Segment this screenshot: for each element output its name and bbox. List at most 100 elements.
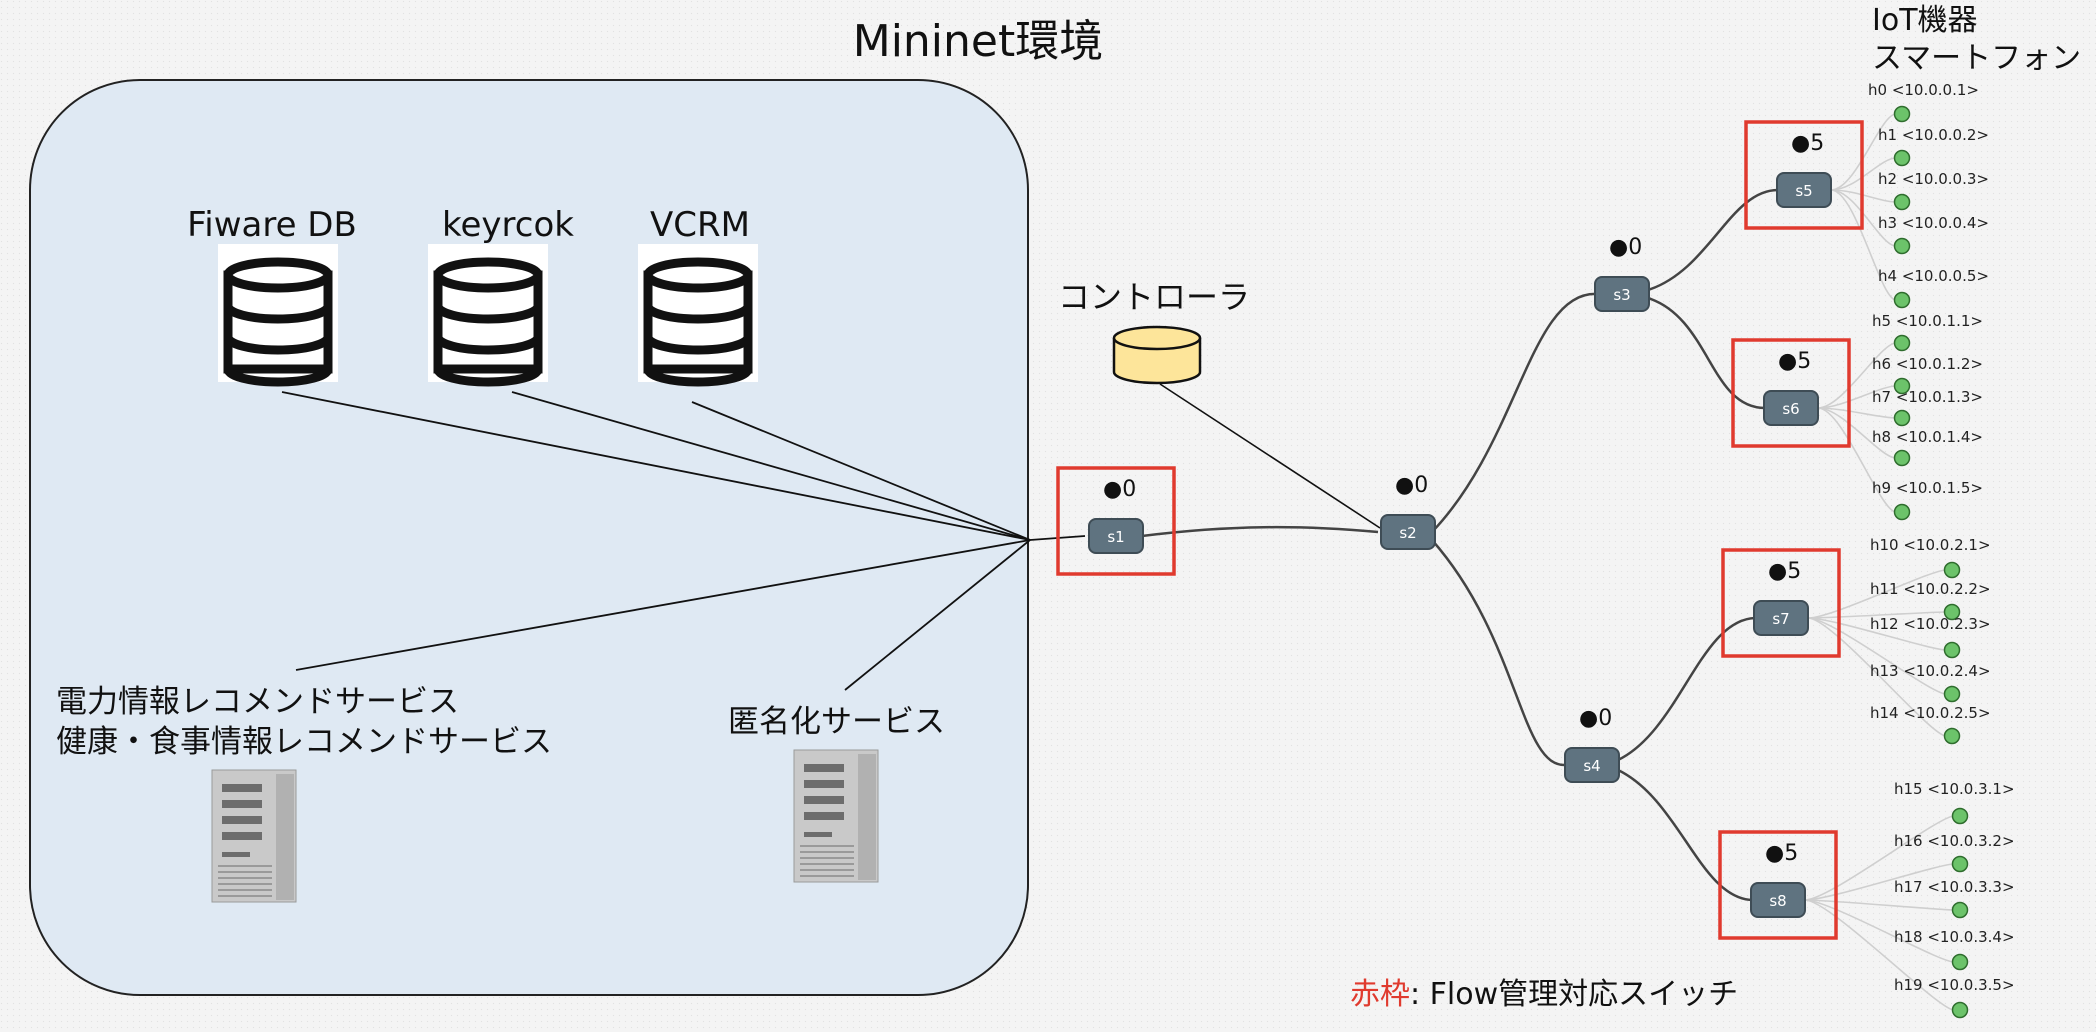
- hosts: h0 <10.0.0.1> h1 <10.0.0.2> h2 <10.0.0.3> h…: [1868, 81, 2015, 1019]
- host-h19: h19 <10.0.3.5>: [1894, 976, 2015, 1019]
- link-controller-s2: [1159, 383, 1381, 529]
- switch-label: s4: [1583, 757, 1600, 775]
- host-h18: h18 <10.0.3.4>: [1894, 928, 2015, 971]
- host-h10: h10 <10.0.2.1>: [1870, 536, 1991, 579]
- host-link-h8: [1817, 407, 1897, 459]
- host-link-h15: [1804, 815, 1955, 901]
- flow-managed-frame: [1744, 120, 1864, 230]
- host-node: [1893, 105, 1911, 123]
- flow-managed-frame: [1718, 830, 1838, 940]
- controller-icon: [1112, 325, 1202, 385]
- fiware-db-icon: [218, 244, 338, 387]
- host-label: h19 <10.0.3.5>: [1894, 976, 2015, 994]
- switch-label: s6: [1782, 400, 1799, 418]
- host-label: h3 <10.0.0.4>: [1878, 214, 1989, 232]
- host-node: [1893, 193, 1911, 211]
- host-label: h4 <10.0.0.5>: [1878, 267, 1989, 285]
- host-link-h9: [1817, 407, 1897, 513]
- switch-box: [1380, 514, 1436, 550]
- switch-flow-count: ●5: [1765, 841, 1798, 866]
- link-s4-s8: [1617, 768, 1753, 902]
- host-h5: h5 <10.0.1.1>: [1872, 312, 1983, 352]
- link-recommend-s1: [295, 539, 1031, 671]
- link-vcrm-s1: [691, 401, 1031, 541]
- host-h11: h11 <10.0.2.2>: [1870, 580, 1991, 621]
- host-node: [1943, 685, 1961, 703]
- host-h2: h2 <10.0.0.3>: [1878, 170, 1989, 211]
- host-h9: h9 <10.0.1.5>: [1872, 479, 1983, 521]
- switch-flow-count: ●0: [1579, 706, 1612, 731]
- host-node: [1943, 727, 1961, 745]
- host-node: [1943, 641, 1961, 659]
- host-label: h13 <10.0.2.4>: [1870, 662, 1991, 680]
- host-links: [1804, 113, 1955, 1011]
- host-node: [1951, 901, 1969, 919]
- host-link-h10: [1807, 569, 1947, 619]
- switch-label: s3: [1613, 286, 1630, 304]
- host-node: [1943, 603, 1961, 621]
- switches: ●0s1●0s2●0s3●0s4●5s5●5s6●5s7●5s8: [1056, 120, 1864, 940]
- host-label: h11 <10.0.2.2>: [1870, 580, 1991, 598]
- host-label: h6 <10.0.1.2>: [1872, 355, 1983, 373]
- switch-label: s1: [1107, 528, 1124, 546]
- host-link-h17: [1804, 899, 1955, 911]
- host-node: [1893, 377, 1911, 395]
- switch-s3: ●0 s3: [1594, 235, 1650, 312]
- host-h1: h1 <10.0.0.2>: [1878, 126, 1989, 167]
- host-h7: h7 <10.0.1.3>: [1872, 388, 1983, 427]
- switch-box: [1763, 390, 1819, 426]
- recommend-server-icon: [211, 769, 297, 903]
- host-node: [1893, 334, 1911, 352]
- switch-s2: ●0 s2: [1380, 473, 1436, 550]
- switch-s6: ●5 s6: [1731, 338, 1851, 448]
- host-node: [1893, 291, 1911, 309]
- vcrm-db-label: VCRM: [650, 205, 750, 245]
- host-h14: h14 <10.0.2.5>: [1870, 704, 1991, 745]
- switch-flow-count: ●0: [1103, 477, 1136, 502]
- host-h6: h6 <10.0.1.2>: [1872, 355, 1983, 395]
- switch-box: [1750, 882, 1806, 918]
- host-h0: h0 <10.0.0.1>: [1868, 81, 1979, 123]
- switch-flow-count: ●0: [1395, 473, 1428, 498]
- fiware-db-label: Fiware DB: [187, 205, 357, 245]
- host-label: h9 <10.0.1.5>: [1872, 479, 1983, 497]
- switch-box: [1753, 600, 1809, 636]
- switch-s7: ●5 s7: [1721, 548, 1841, 658]
- link-keyrcok-s1: [511, 391, 1031, 541]
- host-node: [1893, 449, 1911, 467]
- host-node: [1951, 807, 1969, 825]
- host-link-h4: [1830, 189, 1897, 301]
- anonymization-server-icon: [793, 749, 879, 883]
- anonymization-service-label: 匿名化サービス: [728, 704, 945, 740]
- switch-s8: ●5s8: [1718, 830, 1838, 940]
- host-node: [1951, 953, 1969, 971]
- host-label: h14 <10.0.2.5>: [1870, 704, 1991, 722]
- switch-flow-count: ●0: [1609, 235, 1642, 260]
- switch-label: s7: [1772, 610, 1789, 628]
- host-link-h13: [1807, 617, 1947, 695]
- switch-box: [1776, 172, 1832, 208]
- host-label: h10 <10.0.2.1>: [1870, 536, 1991, 554]
- host-label: h2 <10.0.0.3>: [1878, 170, 1989, 188]
- link-fiware-s1: [281, 391, 1031, 541]
- host-h17: h17 <10.0.3.3>: [1894, 878, 2015, 919]
- host-label: h15 <10.0.3.1>: [1894, 780, 2015, 798]
- switch-flow-count: ●5: [1791, 131, 1824, 156]
- host-link-h18: [1804, 899, 1955, 963]
- host-label: h0 <10.0.0.1>: [1868, 81, 1979, 99]
- host-link-h16: [1804, 863, 1955, 901]
- link-anon-s1: [844, 539, 1031, 691]
- host-label: h17 <10.0.3.3>: [1894, 878, 2015, 896]
- switch-flow-count: ●5: [1778, 349, 1811, 374]
- link-s3-s5: [1647, 188, 1779, 292]
- switch-box: [1564, 747, 1620, 783]
- switch-flow-count: ●5: [1768, 559, 1801, 584]
- host-node: [1893, 149, 1911, 167]
- host-node: [1893, 503, 1911, 521]
- legend-text: : Flow管理対応スイッチ: [1410, 977, 1738, 1012]
- host-node: [1893, 409, 1911, 427]
- iot-heading-line2: スマートフォン: [1872, 41, 2081, 76]
- host-link-h5: [1817, 342, 1897, 409]
- switch-label: s2: [1399, 524, 1416, 542]
- host-label: h1 <10.0.0.2>: [1878, 126, 1989, 144]
